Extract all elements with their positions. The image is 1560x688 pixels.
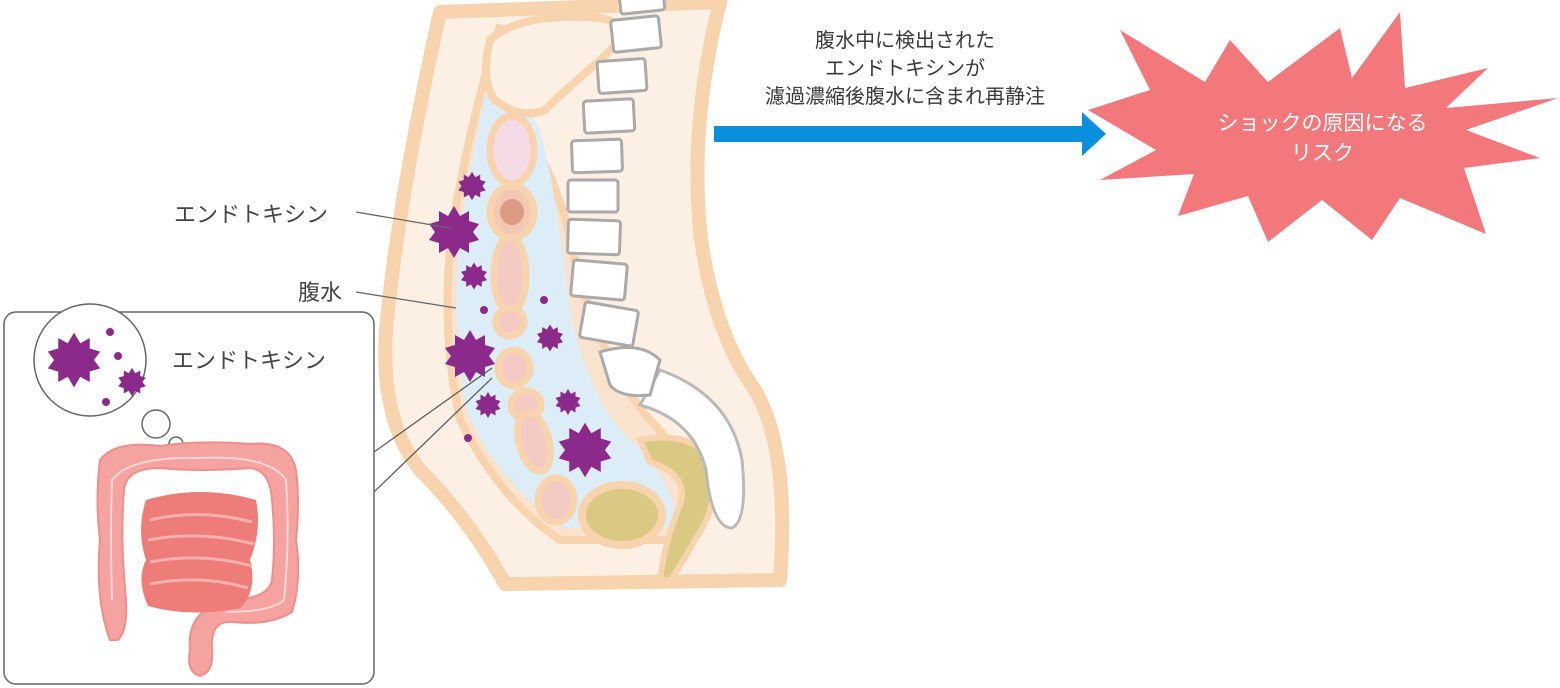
endotoxin-particle: [464, 434, 472, 442]
intestinal-loops: [486, 112, 578, 526]
small-intestine-folds: [147, 512, 255, 590]
burst-caption: ショックの原因になる リスク: [1180, 108, 1465, 168]
endotoxin-particle: [480, 306, 488, 314]
endotoxin-particle: [106, 328, 114, 336]
small-intestine: [141, 492, 258, 613]
body-cross-section: [378, 0, 790, 591]
sacrum: [637, 368, 746, 530]
burst-caption-line-2: リスク: [1291, 141, 1354, 165]
flow-caption: 腹水中に検出された エンドトキシンが 濾過濃縮後腹水に含まれ再静注: [720, 26, 1090, 110]
endotoxin-particles: [429, 171, 612, 478]
endotoxin-particle: [114, 352, 122, 360]
inset-panel: エンドトキシン: [3, 303, 375, 685]
shock-risk-burst: [1088, 12, 1558, 242]
arrow-shaft: [714, 126, 1084, 142]
flow-caption-line-1: 腹水中に検出された: [815, 28, 995, 52]
label-endotoxin: エンドトキシン: [174, 203, 328, 228]
flow-caption-line-2: エンドトキシンが: [825, 56, 985, 80]
large-intestine-highlight: [110, 456, 289, 613]
spine-vertebrae: [566, 0, 667, 397]
thought-bubble-dot-large: [141, 409, 171, 439]
flow-arrow: [714, 112, 1106, 156]
leader-line-endotoxin: [355, 211, 451, 229]
leader-line-ascites: [355, 291, 457, 309]
inset-leader-lower: [373, 377, 493, 493]
intestine-illustration: [96, 441, 300, 678]
burst-caption-line-1: ショックの原因になる: [1217, 111, 1428, 135]
bladder: [578, 481, 666, 549]
label-endotoxin-inset: エンドトキシン: [172, 349, 326, 374]
arrow-head: [1082, 112, 1106, 156]
large-intestine: [96, 441, 300, 678]
flow-caption-line-3: 濾過濃縮後腹水に含まれ再静注: [765, 84, 1045, 108]
endotoxin-particle: [102, 398, 110, 406]
inset-leader-upper: [373, 367, 493, 453]
upper-organ: [482, 12, 624, 118]
endotoxin-particle: [540, 296, 548, 304]
label-ascites: 腹水: [298, 281, 342, 306]
